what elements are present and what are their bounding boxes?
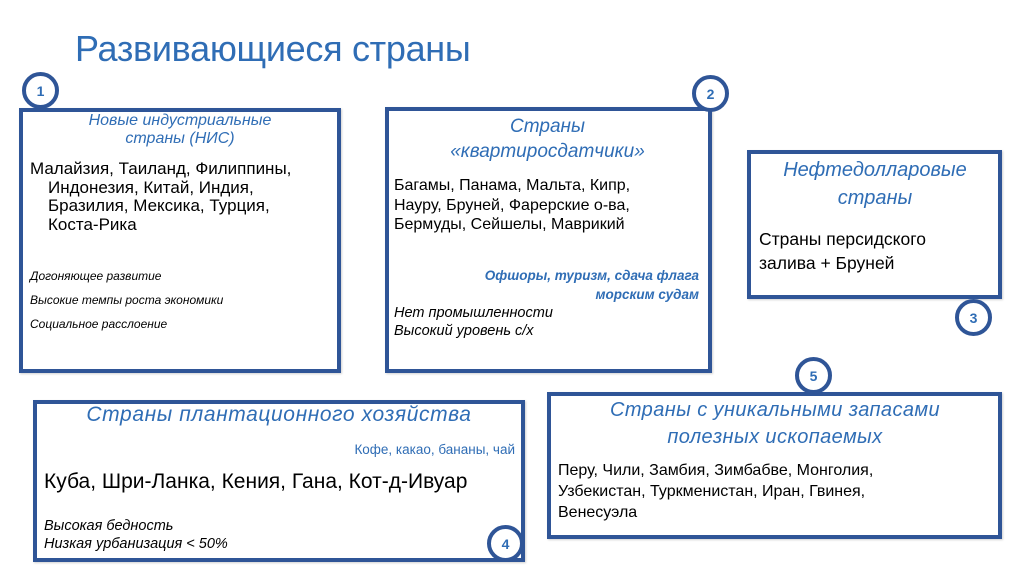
box-1-heading: Новые индустриальные страны (НИС) [88, 112, 272, 148]
box-2-countries: Багамы, Панама, Мальта, Кипр, Науру, Бру… [394, 177, 631, 233]
box-2-heading: Страны «квартиросдатчики» [450, 116, 645, 162]
box-newly-industrialized [19, 108, 341, 373]
badge-number-4: 4 [487, 525, 524, 562]
box-plantation-countries [33, 400, 525, 562]
box-rentier-countries [385, 107, 712, 373]
box-1-countries: Малайзия, Таиланд, Филиппины, Индонезия,… [30, 159, 292, 234]
box-4-countries: Куба, Шри-Ланка, Кения, Гана, Кот-д-Ивуа… [44, 470, 468, 493]
box-5-heading: Страны с уникальными запасами полезных и… [610, 399, 940, 448]
slide-title: Развивающиеся страны [75, 28, 471, 69]
badge-number-2: 2 [692, 75, 729, 112]
box-5-countries: Перу, Чили, Замбия, Зимбабве, Монголия, … [558, 462, 874, 521]
box-4-notes: Высокая бедность Низкая урбанизация < 50… [44, 518, 228, 552]
box-mineral-resources-countries [547, 392, 1002, 539]
box-petrodollar-countries [747, 150, 1002, 299]
badge-number-1: 1 [22, 72, 59, 109]
box-4-heading: Страны плантационного хозяйства [86, 403, 472, 426]
box-4-products: Кофе, какао, бананы, чай [354, 442, 515, 457]
box-3-countries: Страны персидского залива + Бруней [759, 229, 926, 273]
badge-number-3: 3 [955, 299, 992, 336]
box-2-highlight: Офшоры, туризм, сдача флага морским суда… [484, 268, 699, 302]
box-1-notes: Догоняющее развитие Высокие темпы роста … [30, 269, 224, 331]
box-3-heading: Нефтедолларовые страны [783, 159, 967, 209]
badge-number-5: 5 [795, 357, 832, 394]
box-2-notes: Нет промышленности Высокий уровень с/х [394, 305, 553, 339]
